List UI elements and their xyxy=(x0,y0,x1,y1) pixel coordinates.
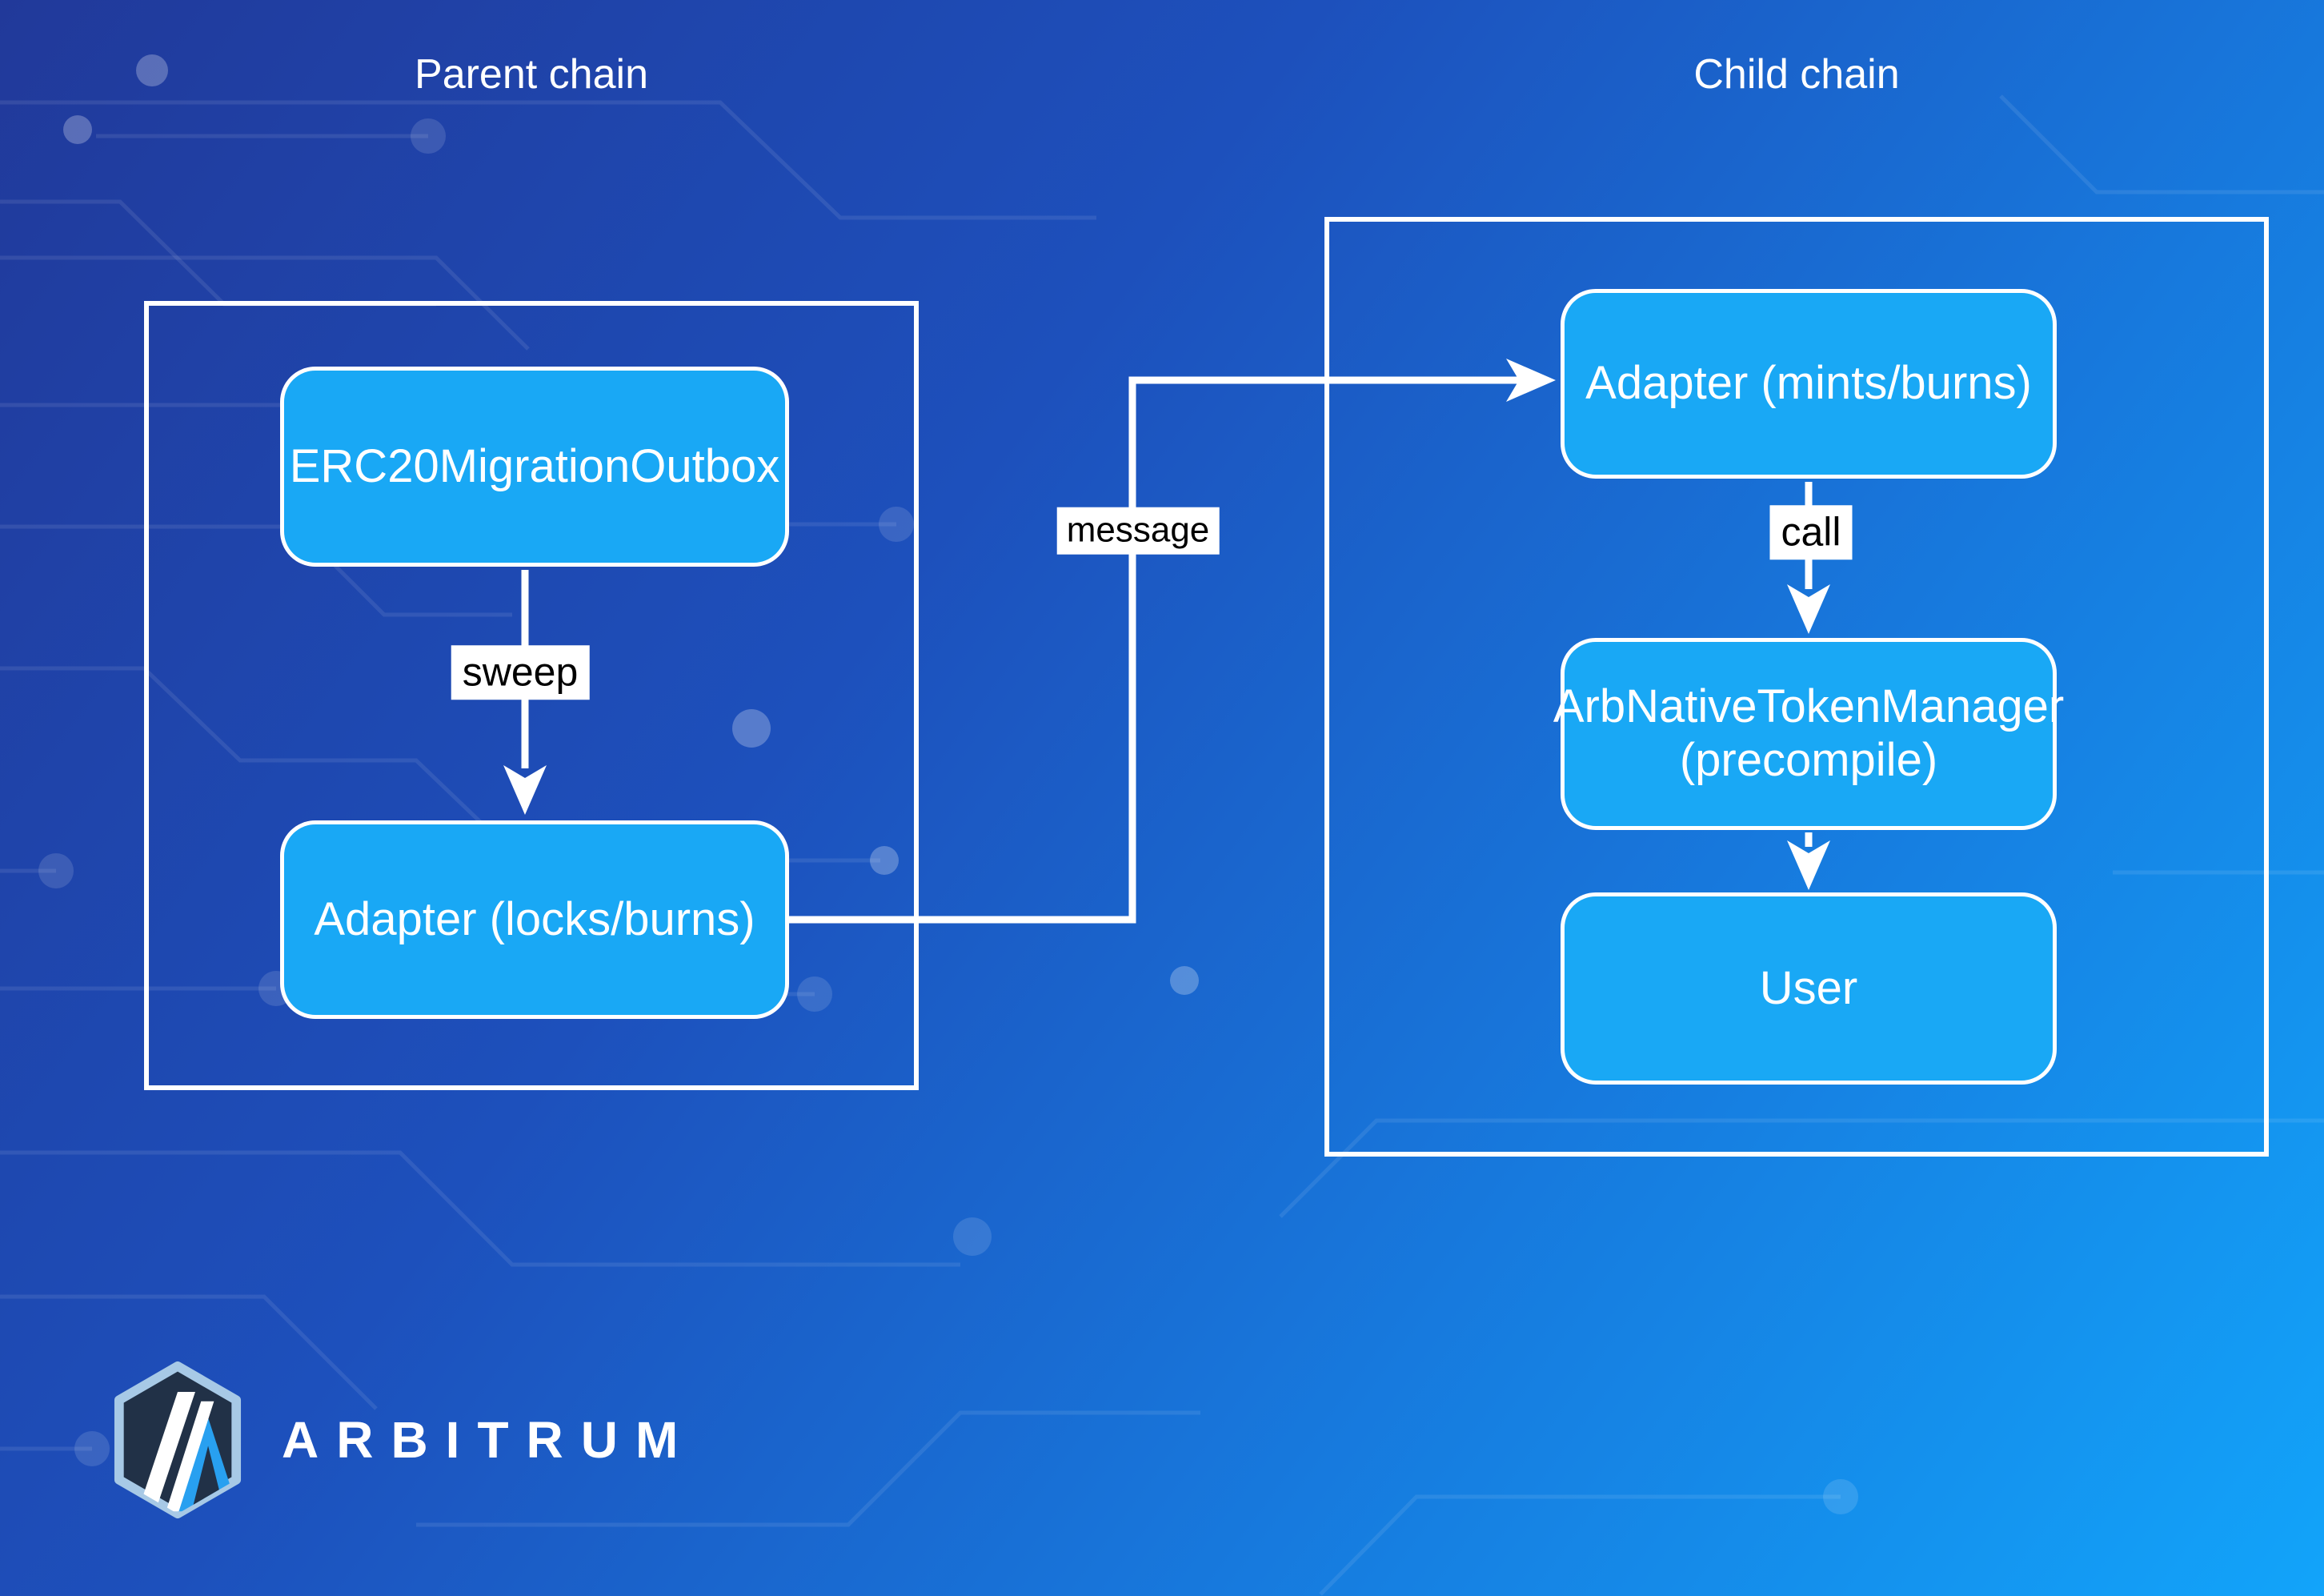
node-adapter-locks-burns: Adapter (locks/burns) xyxy=(280,820,789,1019)
node-adapter-mints-burns-label: Adapter (mints/burns) xyxy=(1585,357,2032,410)
edge-label-sweep: sweep xyxy=(451,645,590,700)
node-user: User xyxy=(1561,892,2057,1085)
child-chain-title: Child chain xyxy=(1693,51,1900,98)
node-adapter-mints-burns: Adapter (mints/burns) xyxy=(1561,289,2057,479)
node-arb-native-token-manager-label-line2: (precompile) xyxy=(1679,734,1938,786)
edge-label-message: message xyxy=(1056,507,1220,555)
node-arb-native-token-manager: ArbNativeTokenManager (precompile) xyxy=(1553,638,2064,830)
arbitrum-hexagon-icon xyxy=(114,1361,242,1519)
node-erc20-migration-outbox-label: ERC20MigrationOutbox xyxy=(289,439,780,492)
node-erc20-migration-outbox: ERC20MigrationOutbox xyxy=(280,367,789,567)
parent-chain-title: Parent chain xyxy=(415,51,648,98)
edge-label-call: call xyxy=(1769,505,1853,559)
node-adapter-locks-burns-label: Adapter (locks/burns) xyxy=(314,892,755,945)
arbitrum-logo: ARBITRUM xyxy=(107,1359,695,1521)
node-arb-native-token-manager-label-line1: ArbNativeTokenManager xyxy=(1553,680,2065,733)
node-user-label: User xyxy=(1759,961,1858,1014)
arbitrum-wordmark: ARBITRUM xyxy=(282,1411,696,1469)
